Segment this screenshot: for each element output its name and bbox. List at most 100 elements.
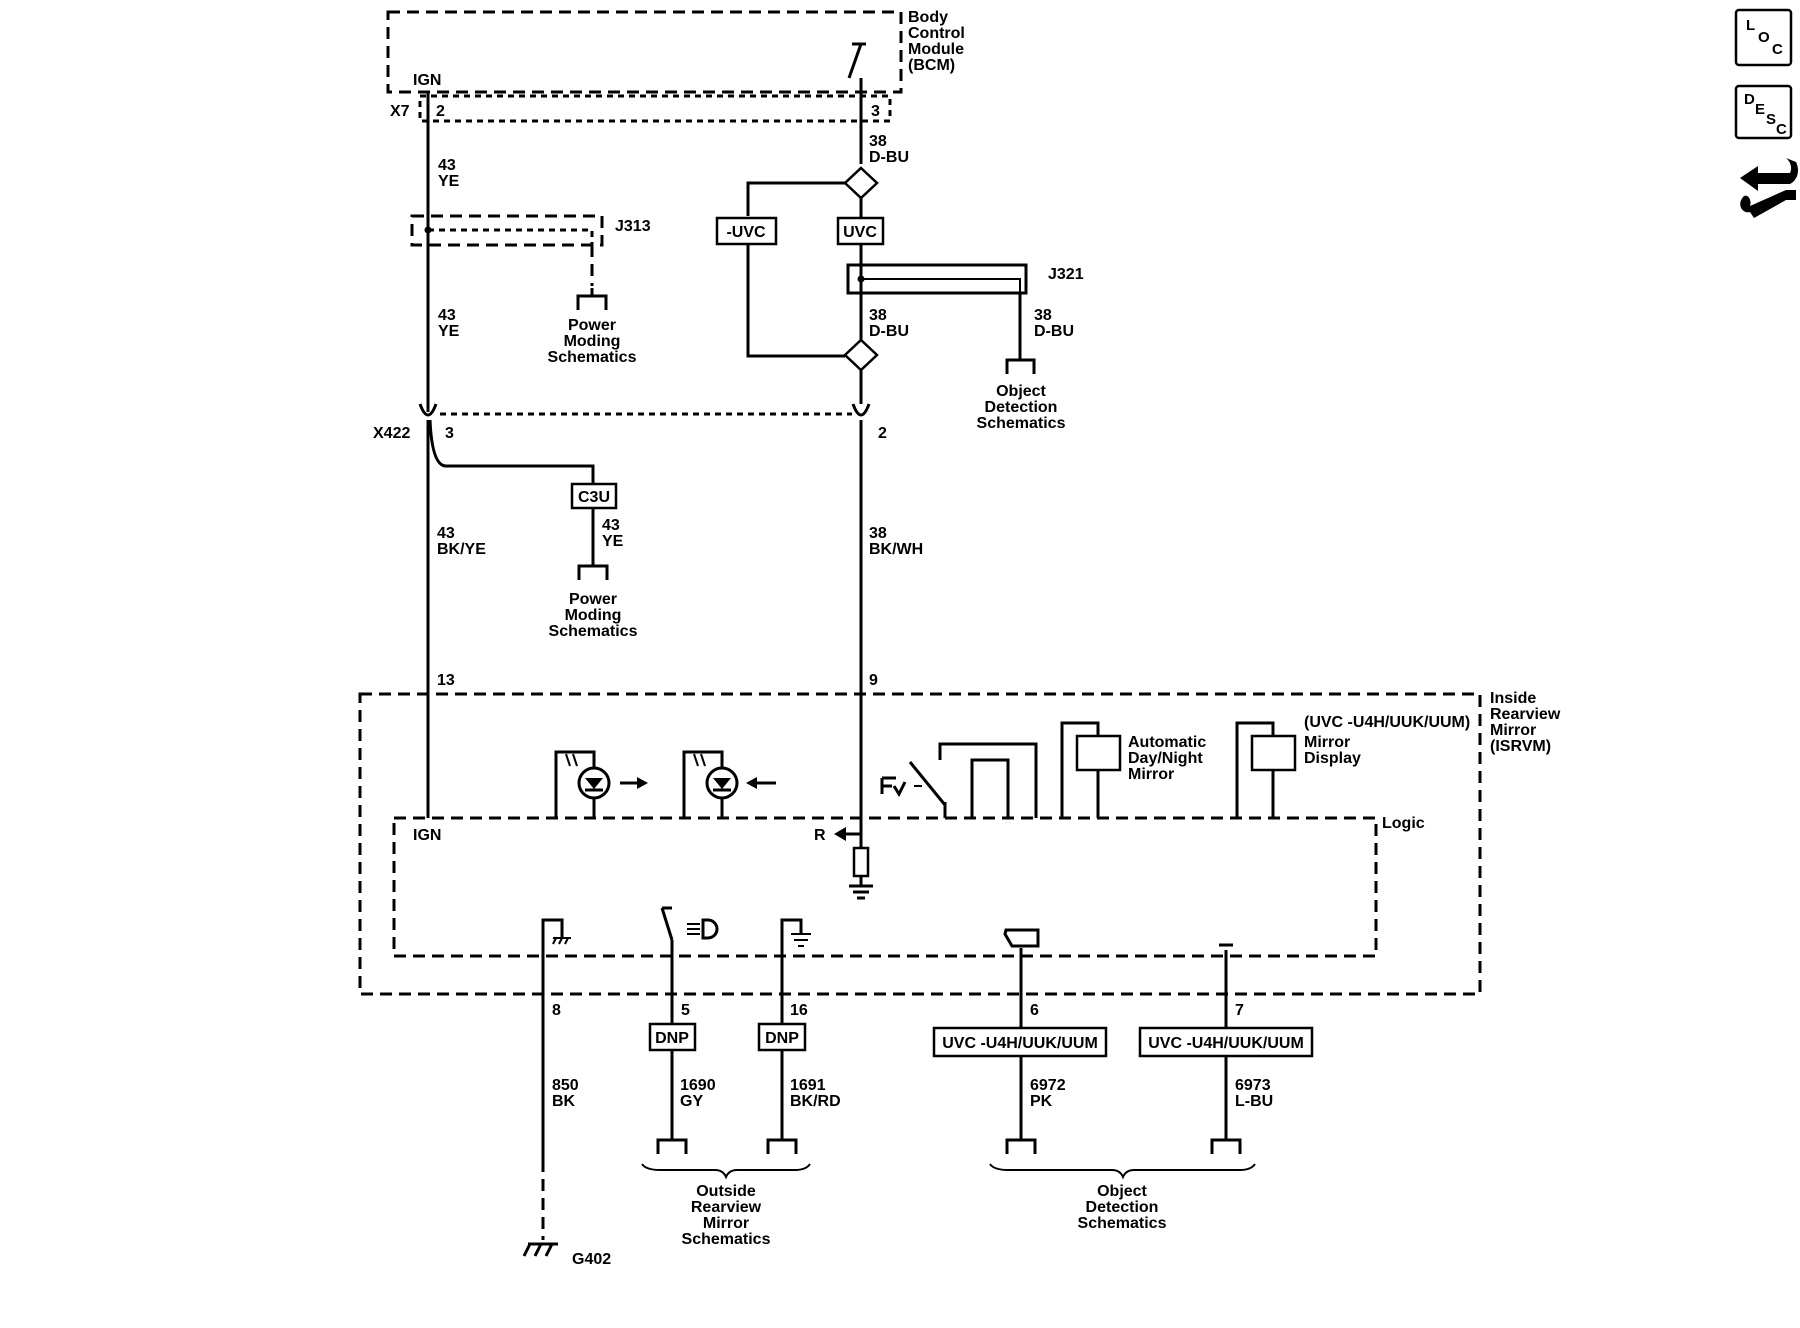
bcm-ign-label: IGN <box>413 72 441 89</box>
wire-38-dbu-gauge-3: 38 <box>1034 307 1052 324</box>
wire-43-ye-gauge-2: 43 <box>438 307 456 324</box>
auto-mirror-line2: Day/Night <box>1128 750 1203 767</box>
light-sensor-rear-icon <box>682 750 776 818</box>
isrvm-pin-5: 5 <box>681 1002 690 1019</box>
camera-icon <box>1003 928 1040 1000</box>
neg-uvc-option-box <box>715 216 778 246</box>
wire-850-color: BK <box>552 1093 576 1110</box>
bcm-connector-label: X7 <box>390 103 410 120</box>
auto-dimming-mirror: Automatic Day/Night Mirror <box>1060 721 1206 818</box>
wire-1690-gauge: 1690 <box>680 1077 716 1094</box>
outside-mirror-ref-line4: Schematics <box>682 1231 771 1248</box>
bcm-pin-right: 3 <box>871 103 880 120</box>
desc-letter-c: C <box>1776 121 1787 138</box>
power-moding-ref-2-line2: Moding <box>565 607 622 624</box>
uvc-u4h-option-box-1 <box>932 1026 1108 1058</box>
isrvm-title-2: Rearview <box>1490 706 1561 723</box>
x422-connector: X422 3 2 <box>373 403 887 442</box>
outside-mirror-ref-line2: Rearview <box>691 1199 762 1216</box>
headlamp-switch-icon <box>660 906 719 1000</box>
wire-6973-color: L-BU <box>1235 1093 1273 1110</box>
power-moding-ref-2-line3: Schematics <box>549 623 638 640</box>
object-detection-ref-2-line1: Object <box>1097 1183 1147 1200</box>
bcm-pin-left: 2 <box>436 103 445 120</box>
outside-mirror-circuits: DNP 1690 GY DNP 1691 BK/RD Outside Rearv… <box>641 1000 841 1248</box>
uvc-label: UVC <box>843 224 877 241</box>
wire-6972-color: PK <box>1030 1093 1053 1110</box>
object-detection-ref-1-line3: Schematics <box>977 415 1066 432</box>
wire-850-gauge: 850 <box>552 1077 579 1094</box>
ground-circuit: 850 BK G402 <box>522 1000 611 1268</box>
wire-1691-gauge: 1691 <box>790 1077 826 1094</box>
wire-38-dbu-gauge-1: 38 <box>869 133 887 150</box>
isrvm-pin-16: 16 <box>790 1002 808 1019</box>
ign-circuit: 43 YE J313 Power Moding Schematics 43 YE <box>410 92 651 412</box>
option-diamond-bottom <box>843 338 879 372</box>
uvc-u4h-option-box-2 <box>1138 1026 1314 1058</box>
object-detection-ref-1-line2: Detection <box>985 399 1058 416</box>
isrvm-pin-9: 9 <box>869 672 878 689</box>
wire-43-ye-color-2: YE <box>438 323 460 340</box>
dnp-option-box-1 <box>648 1022 697 1052</box>
wire-38-bkwh-color: BK/WH <box>869 541 923 558</box>
bcm-label-4: (BCM) <box>908 57 955 74</box>
x422-pin-left: 3 <box>445 425 454 442</box>
outside-mirror-ref-line1: Outside <box>696 1183 756 1200</box>
power-moding-ref-1-line3: Schematics <box>548 349 637 366</box>
c3u-label: C3U <box>578 489 610 506</box>
uvc-u4h-label-2: UVC -U4H/UUK/UUM <box>1148 1035 1304 1052</box>
uvc-u4h-label-1: UVC -U4H/UUK/UUM <box>942 1035 1098 1052</box>
wire-43-ye-color-4: YE <box>602 533 624 550</box>
mirror-display-line2: Display <box>1304 750 1361 767</box>
wrench-icon[interactable] <box>1740 158 1798 218</box>
auto-mirror-line1: Automatic <box>1128 734 1206 751</box>
dnp-label-1: DNP <box>655 1030 689 1047</box>
wire-43-bkye-color: BK/YE <box>437 541 486 558</box>
wire-6973-gauge: 6973 <box>1235 1077 1271 1094</box>
mirror-display-option-note: (UVC -U4H/UUK/UUM) <box>1304 714 1470 731</box>
object-detection-ref-1-line1: Object <box>996 383 1046 400</box>
j313-label: J313 <box>615 218 651 235</box>
wire-38-dbu-color-2: D-BU <box>869 323 909 340</box>
j321-label: J321 <box>1048 266 1084 283</box>
isrvm-pin-6: 6 <box>1030 1002 1039 1019</box>
location-icon[interactable]: L O C <box>1734 8 1793 67</box>
auto-mirror-line3: Mirror <box>1128 766 1174 783</box>
isrvm-ign-label: IGN <box>413 827 441 844</box>
bcm-label-1: Body <box>908 9 948 26</box>
isrvm-pin-8: 8 <box>552 1002 561 1019</box>
wire-38-dbu-color-3: D-BU <box>1034 323 1074 340</box>
loc-letter-l: L <box>1746 17 1755 34</box>
bcm-module: Body Control Module (BCM) IGN X7 2 3 <box>386 9 965 123</box>
dnp-label-2: DNP <box>765 1030 799 1047</box>
wire-43-bkye-gauge: 43 <box>437 525 455 542</box>
object-detection-ref-2-line3: Schematics <box>1078 1215 1167 1232</box>
desc-letter-d: D <box>1744 91 1755 108</box>
mirror-display: (UVC -U4H/UUK/UUM) Mirror Display <box>1235 714 1470 818</box>
isrvm-title-3: Mirror <box>1490 722 1536 739</box>
isrvm-title-4: (ISRVM) <box>1490 738 1551 755</box>
object-detection-circuits: UVC -U4H/UUK/UUM 6972 PK UVC -U4H/UUK/UU… <box>932 1000 1314 1232</box>
chassis-ground-icon <box>541 918 571 1000</box>
ign-circuit-lower: C3U 43 YE Power Moding Schematics 43 BK/… <box>426 419 638 818</box>
object-detection-ref-2-line2: Detection <box>1086 1199 1159 1216</box>
description-icon[interactable]: D E S C <box>1734 84 1793 140</box>
reference-resistor-icon <box>834 818 873 900</box>
signal-ground-icon <box>780 918 811 1000</box>
logic-label: Logic <box>1382 815 1425 832</box>
loc-letter-o: O <box>1758 29 1770 46</box>
g402-label: G402 <box>572 1251 611 1268</box>
power-moding-ref-2-line1: Power <box>569 591 617 608</box>
wire-43-ye-color-1: YE <box>438 173 460 190</box>
isrvm-pin-13: 13 <box>437 672 455 689</box>
wire-38-dbu-gauge-2: 38 <box>869 307 887 324</box>
outside-mirror-ref-line3: Mirror <box>703 1215 749 1232</box>
neg-uvc-label: -UVC <box>726 224 766 241</box>
wire-1690-color: GY <box>680 1093 703 1110</box>
signal-bar-icon <box>1219 943 1233 1000</box>
option-diamond-top <box>843 166 879 200</box>
r-circuit: 38 D-BU -UVC UVC J321 38 D-BU Object Det… <box>715 78 1084 818</box>
loc-letter-c: C <box>1772 41 1783 58</box>
wire-38-dbu-color-1: D-BU <box>869 149 909 166</box>
